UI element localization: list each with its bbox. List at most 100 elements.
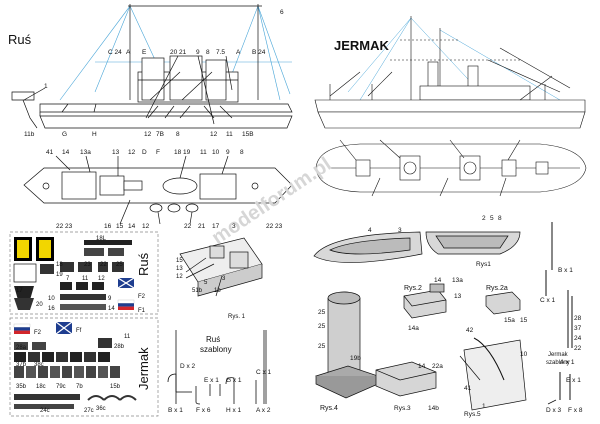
- jermak-part-label: 79c: [56, 384, 66, 390]
- rus-part-label: F2: [138, 294, 146, 300]
- jermak-part-callout: 15: [520, 317, 528, 324]
- jermak-part-label: F2: [34, 330, 42, 336]
- jermak-side-view: [314, 16, 586, 129]
- rus-label: 15B: [242, 131, 254, 138]
- jermak-part-callout: 14: [418, 363, 426, 370]
- jermak-mast-label: D x 3: [546, 407, 562, 414]
- rus-side-view: [11, 4, 293, 129]
- rus-template-label: A x 2: [256, 407, 271, 414]
- rus-sheet-vertical-label: Ruś: [136, 252, 151, 276]
- rus-label: C 24: [108, 49, 122, 56]
- rus-plan-label: 15: [116, 223, 124, 230]
- rus-label: 6: [280, 9, 284, 16]
- rus-title: Ruś: [8, 32, 32, 47]
- rus-template-label: B x 1: [168, 407, 183, 414]
- rus-plan-label: 14: [128, 223, 136, 230]
- rus-plan-label: F: [156, 149, 160, 156]
- rus-detail-label: 1b: [214, 288, 221, 294]
- jermak-part-label: 11: [124, 334, 131, 340]
- jermak-part-label: 37b: [16, 362, 27, 368]
- rus-plan-label: 10: [212, 149, 220, 156]
- rus-templates-title: Ruś: [206, 335, 220, 344]
- jermak-part-label: 36c: [96, 406, 106, 412]
- jermak-part-label: 7b: [76, 384, 83, 390]
- rus-part-label: 7: [66, 276, 70, 282]
- rus-label: A: [126, 49, 131, 56]
- rus-label: A: [236, 49, 241, 56]
- rus-part-label: 10: [48, 296, 55, 302]
- jermak-mast-label: B x 1: [558, 267, 573, 274]
- rus-label: 12: [210, 131, 218, 138]
- rus-template-label: H x 1: [226, 407, 242, 414]
- rus-label: 7.5: [216, 49, 225, 56]
- jermak-part-label: 24c: [40, 408, 50, 414]
- jermak-mast-label: C x 1: [540, 297, 556, 304]
- jermak-part-label: 38c: [34, 362, 44, 368]
- rus-part-label: 22: [100, 262, 107, 268]
- rus-plan-label: 17: [212, 223, 220, 230]
- rus-detail-label: 51b: [192, 288, 203, 294]
- jermak-part-callout: 15a: [504, 317, 515, 324]
- jermak-parts-sheet: [9, 317, 159, 417]
- jermak-boat-label: 8: [498, 215, 502, 222]
- jermak-part-callout: 13: [454, 293, 462, 300]
- rus-template-label: G x 1: [226, 377, 242, 384]
- rus-part-label: 19: [56, 272, 63, 278]
- jermak-boat-label: 2: [482, 215, 486, 222]
- rus-template-label: E x 1: [204, 377, 219, 384]
- rus-label: 11b: [24, 131, 35, 138]
- rus-label: 8: [176, 131, 180, 138]
- rus-part-label: 20: [36, 302, 43, 308]
- rus-templates: [167, 330, 267, 405]
- rus-detail-rys1: [179, 237, 263, 297]
- rus-plan-label: 13: [112, 149, 120, 156]
- rus-part-label: 18L: [96, 236, 107, 242]
- jermak-rys-caption: Rys.4: [320, 405, 338, 412]
- rus-label: 7B: [156, 131, 164, 138]
- rus-plan-label: D: [142, 149, 147, 156]
- rus-label: G: [62, 131, 67, 138]
- rus-plan-label: 12: [142, 223, 150, 230]
- jermak-part-callout: 14: [434, 277, 442, 284]
- jermak-part-callout: 22a: [432, 363, 443, 370]
- rus-detail-label: 13: [176, 266, 183, 272]
- rus-part-label: F1: [138, 308, 146, 314]
- rus-label: B 24: [252, 49, 266, 56]
- rus-detail-caption: Rys. 1: [228, 314, 246, 320]
- rus-label: 8: [206, 49, 210, 56]
- rus-detail-label: 12: [176, 274, 183, 280]
- jermak-boat-label: 5: [490, 215, 494, 222]
- rus-parts-sheet: [9, 231, 159, 315]
- rus-plan-label: 41: [46, 149, 54, 156]
- rus-plan-label: 8: [240, 149, 244, 156]
- jermak-part-callout: 25: [318, 323, 326, 330]
- jermak-part-callout: 1: [482, 403, 486, 410]
- jermak-mast-label: 24: [574, 335, 582, 342]
- rus-part-label: 25: [116, 262, 123, 268]
- jermak-part-callout: 25: [318, 343, 326, 350]
- rus-plan-label: 13a: [80, 149, 91, 156]
- jermak-part-callout: 14b: [428, 405, 439, 412]
- jermak-part-label: Ff: [76, 328, 82, 334]
- rus-label: 1: [44, 83, 48, 90]
- rus-detail-label: 3: [222, 276, 226, 282]
- jermak-mast-label: F x 8: [568, 407, 583, 414]
- jermak-rys-caption: Rys.3: [394, 405, 411, 412]
- rus-label: 20 21: [170, 49, 187, 56]
- jermak-part-label: 18c: [36, 384, 46, 390]
- jermak-plan-view: [315, 139, 587, 197]
- rus-template-label: C x 1: [256, 369, 272, 376]
- rus-detail-label: 15: [176, 258, 183, 264]
- jermak-mast-label: 37: [574, 325, 582, 332]
- jermak-part-callout: 25: [318, 309, 326, 316]
- rus-part-label: 23: [84, 262, 91, 268]
- jermak-part-callout: 41: [464, 385, 472, 392]
- rus-label: 9: [196, 49, 200, 56]
- jermak-part-callout: 14a: [408, 325, 419, 332]
- jermak-part-callout: 19b: [350, 355, 361, 362]
- rus-plan-label: 11: [200, 149, 207, 156]
- rus-label: 12: [144, 131, 152, 138]
- jermak-part-label: 15b: [110, 384, 121, 390]
- rus-part-label: 16: [48, 306, 55, 312]
